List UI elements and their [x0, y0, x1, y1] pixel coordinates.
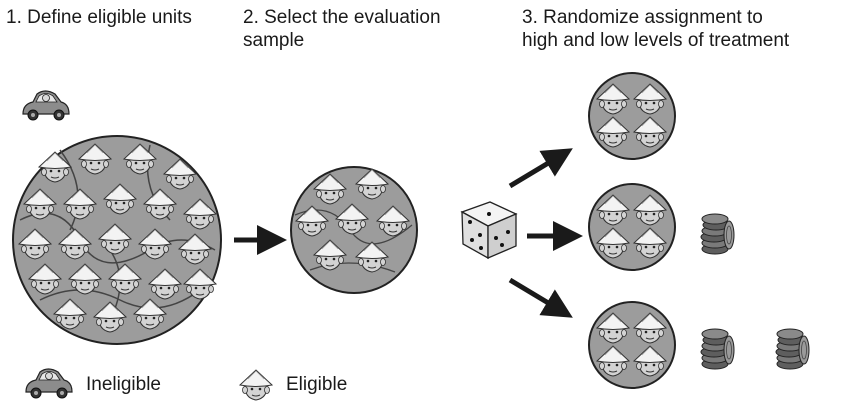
coin-stack-icon: [775, 328, 810, 370]
step-3-label: 3. Randomize assignment to high and low …: [522, 6, 789, 52]
arrow-to-group-3: [508, 277, 573, 318]
group-circle-no-treatment: [588, 72, 676, 160]
legend-eligible-label: Eligible: [286, 374, 348, 395]
ineligible-car-icon: [22, 90, 70, 121]
die-icon: [460, 201, 518, 260]
group-circle-low-treatment: [588, 183, 676, 271]
group-circle-high-treatment: [588, 301, 676, 389]
step-3-line-2: high and low levels of treatment: [522, 30, 790, 51]
step-2-line-1: 2. Select the evaluation: [243, 7, 441, 28]
legend-ineligible-label: Ineligible: [86, 374, 161, 395]
coin-stack-icon: [700, 213, 735, 255]
legend-car-icon: [25, 368, 73, 399]
coin-stack-icon: [700, 328, 735, 370]
step-1-line-1: 1. Define eligible units: [6, 7, 192, 28]
step-3-line-1: 3. Randomize assignment to: [522, 7, 763, 28]
step-2-line-2: sample: [243, 30, 305, 51]
arrow-to-group-1: [508, 148, 573, 189]
step-2-label: 2. Select the evaluation sample: [243, 6, 441, 52]
legend-person-icon: [239, 369, 273, 401]
step-1-label: 1. Define eligible units: [6, 6, 192, 29]
